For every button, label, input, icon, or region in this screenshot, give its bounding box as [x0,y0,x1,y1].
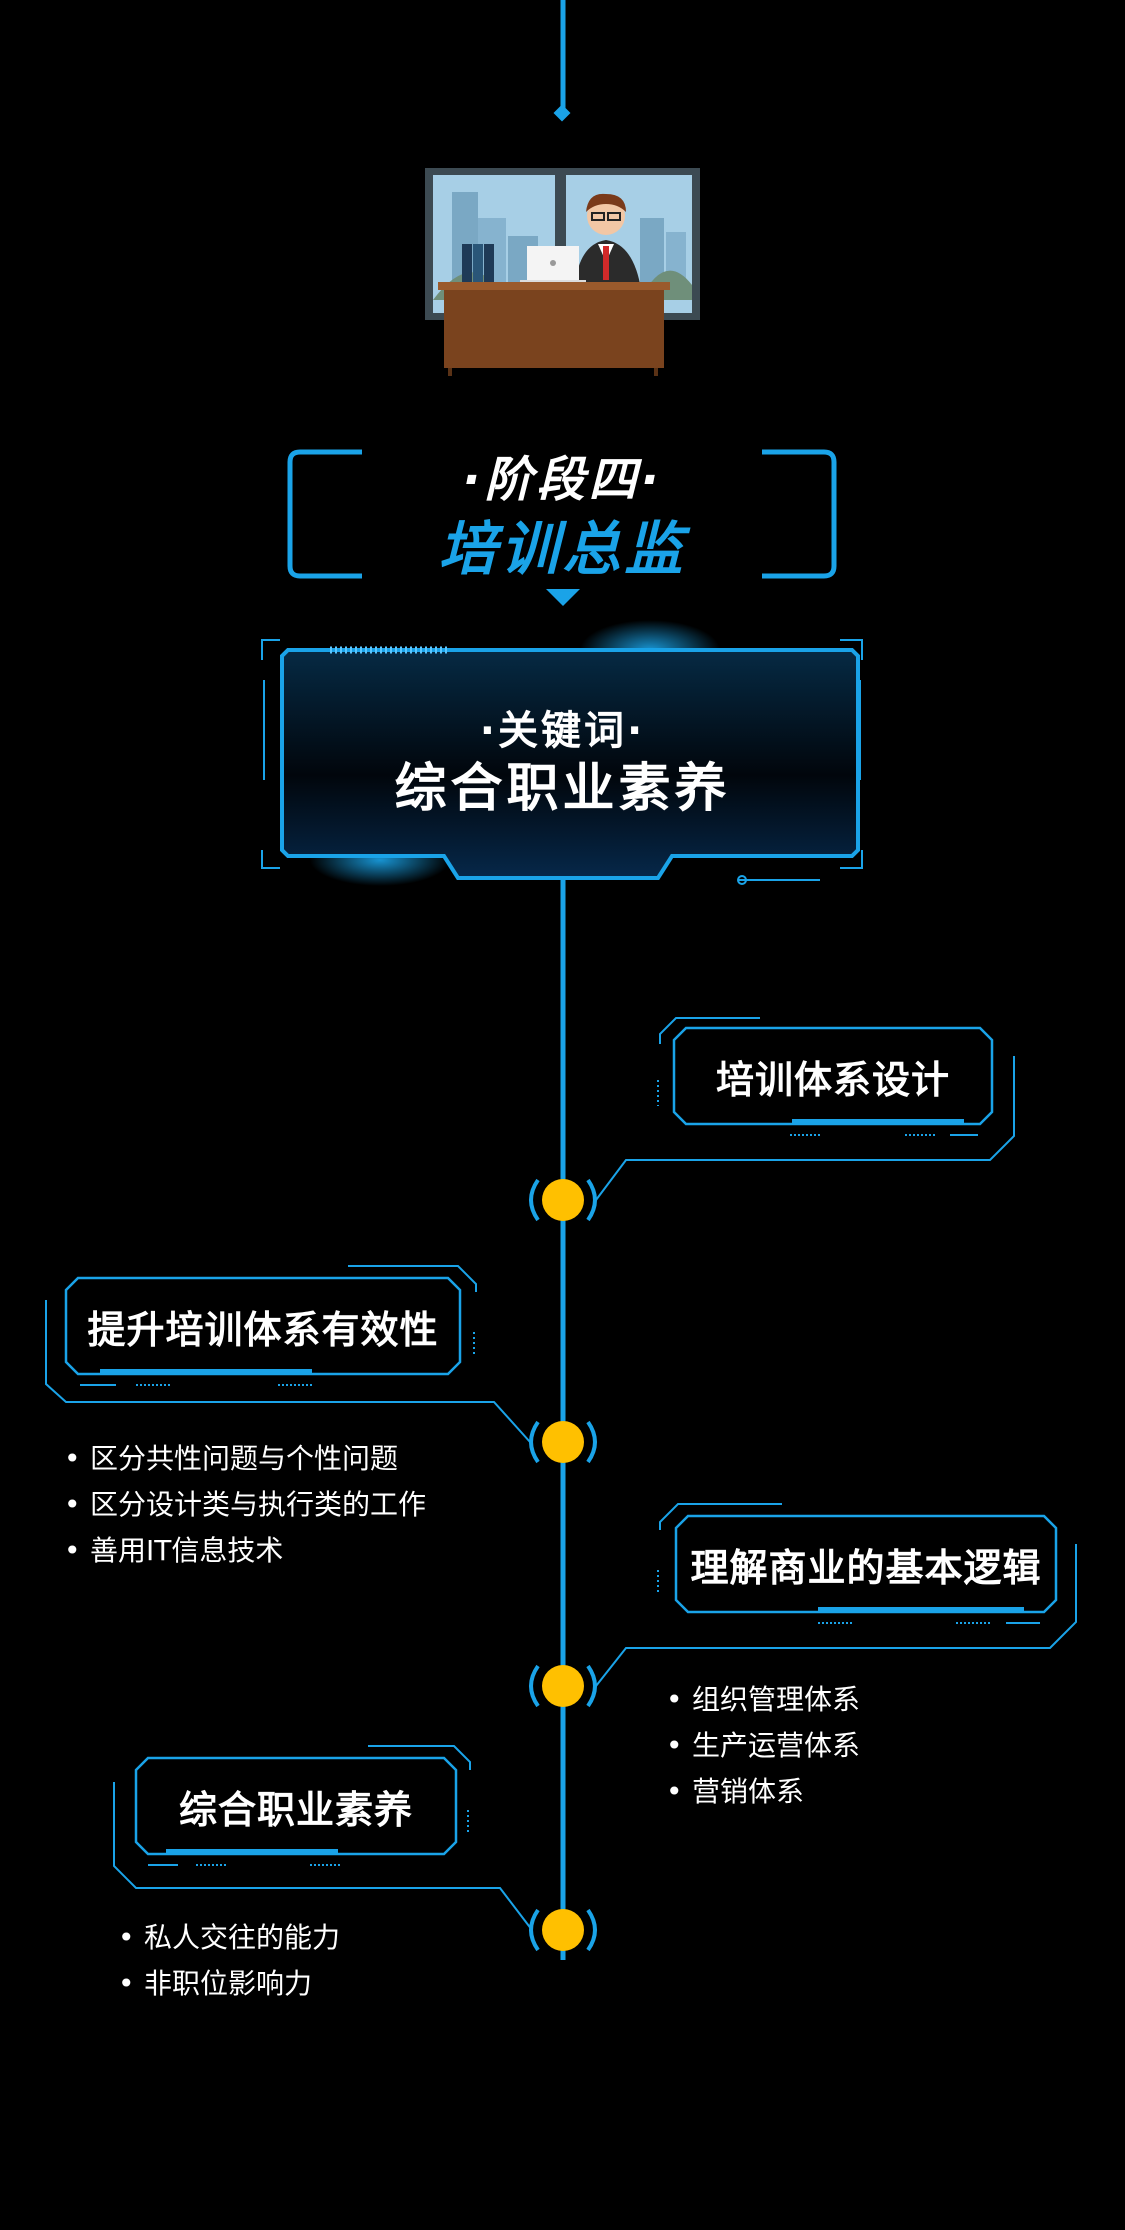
list-item: 善用IT信息技术 [64,1528,426,1574]
timeline-node-4 [529,1908,597,1952]
milestone-3-bullets: 组织管理体系 生产运营体系 营销体系 [666,1677,860,1815]
list-item: 区分共性问题与个性问题 [64,1436,426,1482]
list-item: 非职位影响力 [118,1961,340,2007]
keyword-prefix-title: ·关键词· [479,708,646,754]
keyword-title: 综合职业素养 [394,759,731,819]
timeline-node-2 [529,1420,597,1464]
list-item: 营销体系 [666,1769,860,1815]
milestone-box-2-frame [45,1265,531,1443]
milestone-label-2: 提升培训体系有效性 [87,1307,439,1352]
milestone-box-4-frame [113,1745,533,1931]
top-connector [553,0,571,122]
timeline-node-1 [529,1178,597,1222]
milestone-label-3: 理解商业的基本逻辑 [690,1545,1042,1590]
milestone-label-4: 综合职业素养 [178,1787,413,1832]
list-item: 组织管理体系 [666,1677,860,1723]
keyword-panel [261,620,863,886]
stage-arrow-down-icon [546,589,580,606]
stage-bracket [287,449,837,579]
timeline-node-3 [529,1664,597,1708]
milestone-box-1-frame [595,1017,1015,1201]
milestone-2-bullets: 区分共性问题与个性问题 区分设计类与执行类的工作 善用IT信息技术 [64,1436,426,1574]
list-item: 区分设计类与执行类的工作 [64,1482,426,1528]
stage-prefix-title: ·阶段四· [462,452,663,508]
list-item: 生产运营体系 [666,1723,860,1769]
office-desk-businessman-icon [425,168,700,376]
milestone-label-1: 培训体系设计 [715,1057,950,1102]
milestone-4-bullets: 私人交往的能力 非职位影响力 [118,1915,340,2007]
stage-title: 培训总监 [438,515,687,583]
milestone-box-3-frame [595,1503,1077,1687]
list-item: 私人交往的能力 [118,1915,340,1961]
